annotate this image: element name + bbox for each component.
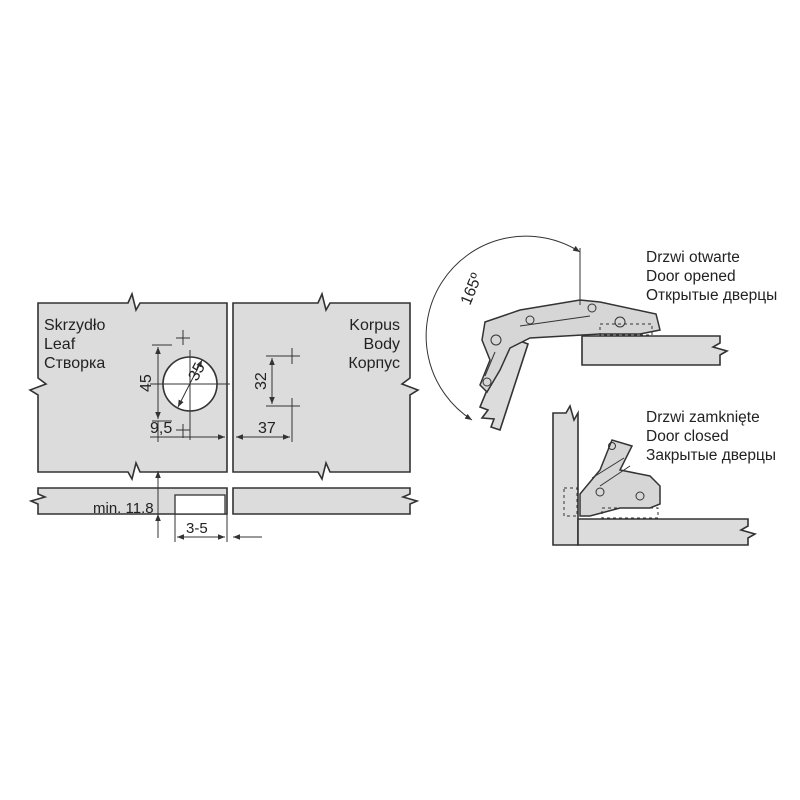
body-panel: [232, 291, 420, 482]
body-label-ru: Корпус: [348, 355, 400, 372]
leaf-label-en: Leaf: [44, 336, 76, 353]
dimension-37-label: 37: [258, 420, 276, 437]
dimension-thickness-label: min. 11.8: [93, 500, 154, 517]
dimension-gap: [174, 514, 262, 542]
dimension-9-5-label: 9,5: [150, 420, 172, 437]
dimension-thickness: [150, 471, 175, 538]
body-section-strip: [232, 487, 420, 515]
closed-label-ru: Закрытые дверцы: [646, 447, 776, 464]
closed-label-en: Door closed: [646, 428, 729, 445]
closed-door-panel: [552, 403, 579, 546]
dimension-gap-label: 3-5: [186, 520, 208, 537]
cup-hole: [150, 350, 230, 440]
closed-hinge: [563, 439, 661, 519]
leaf-screw-marks: [176, 330, 190, 438]
opening-angle-arc: [425, 235, 581, 421]
closed-label-pl: Drzwi zamknięte: [646, 409, 760, 426]
leaf-label-pl: Skrzydło: [44, 317, 105, 334]
closed-cabinet-body: [577, 518, 758, 546]
body-screw-marks: [266, 348, 300, 414]
body-label-en: Body: [364, 336, 400, 353]
opened-label-en: Door opened: [646, 268, 736, 285]
leaf-section-strip: [28, 487, 228, 515]
opening-angle-label: 165º: [458, 271, 486, 308]
dimension-35-label: 35: [186, 360, 209, 384]
body-label-pl: Korpus: [349, 317, 400, 334]
opened-label-pl: Drzwi otwarte: [646, 249, 740, 266]
dimension-45-label: 45: [138, 374, 155, 392]
dimension-37: [236, 414, 293, 442]
opened-label-ru: Открытые дверцы: [646, 287, 777, 304]
dimension-32-label: 32: [253, 372, 270, 390]
leaf-label-ru: Створка: [44, 355, 105, 372]
leaf-panel: [28, 291, 228, 482]
opened-cabinet-body: [581, 335, 730, 366]
dimension-9-5: [150, 421, 225, 442]
dimension-45: [152, 344, 172, 422]
